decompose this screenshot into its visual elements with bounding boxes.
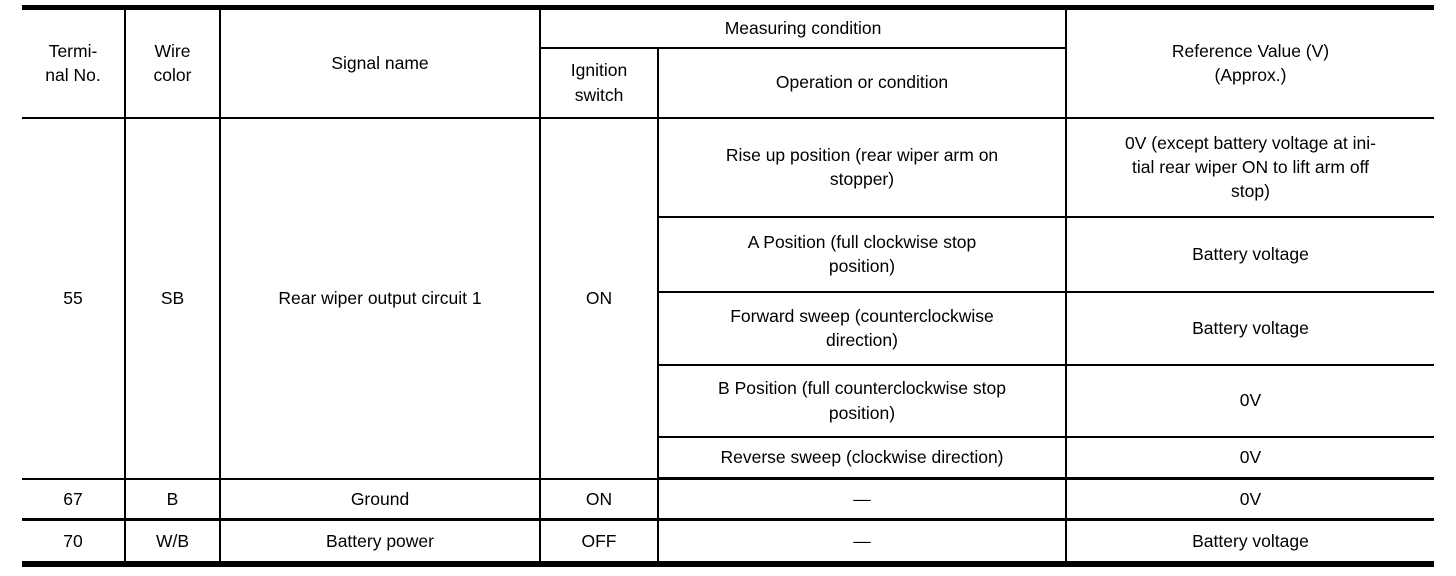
col-header-operation-or-condition: Operation or condition xyxy=(657,46,1067,119)
table-row: 55 SB Rear wiper output circuit 1 ON Ris… xyxy=(22,116,1434,480)
cell-terminal-no: 55 xyxy=(22,116,126,480)
cell-ignition-switch: OFF xyxy=(539,518,659,565)
table-row: Reverse sweep (clockwise direction) 0V xyxy=(22,435,1434,480)
cell-ignition-switch: ON xyxy=(539,116,659,480)
col-header-wire-color: Wire color xyxy=(124,6,221,119)
cell-signal-name: Battery power xyxy=(219,518,541,565)
cell-reference-value: Battery voltage xyxy=(1065,518,1434,565)
cell-signal-name: Rear wiper output circuit 1 xyxy=(219,116,541,480)
col-header-measuring-condition: Measuring condition xyxy=(539,6,1067,49)
cell-operation: — xyxy=(657,477,1067,521)
cell-terminal-no: 70 xyxy=(22,518,126,565)
cell-operation: — xyxy=(657,518,1067,565)
col-header-reference-value: Reference Value (V) (Approx.) xyxy=(1065,6,1434,119)
cell-terminal-no: 67 xyxy=(22,477,126,521)
cell-wire-color: SB xyxy=(124,116,221,480)
cell-operation: Reverse sweep (clockwise direction) xyxy=(657,435,1067,480)
col-header-signal-name: Signal name xyxy=(219,6,541,119)
cell-operation: A Position (full clockwise stop position… xyxy=(657,215,1067,293)
cell-reference-value: Battery voltage xyxy=(1065,215,1434,293)
table-row: Forward sweep (counterclockwise directio… xyxy=(22,290,1434,366)
terminal-reference-table: Termi- nal No. Wire color Signal name Me… xyxy=(22,5,1434,567)
cell-reference-value: 0V xyxy=(1065,363,1434,438)
cell-reference-value: 0V xyxy=(1065,435,1434,480)
cell-ignition-switch: ON xyxy=(539,477,659,521)
cell-reference-value: 0V (except battery voltage at ini- tial … xyxy=(1065,116,1434,218)
cell-operation: Forward sweep (counterclockwise directio… xyxy=(657,290,1067,366)
cell-signal-name: Ground xyxy=(219,477,541,521)
cell-reference-value: Battery voltage xyxy=(1065,290,1434,366)
table-row: 70 W/B Battery power OFF — Battery volta… xyxy=(22,518,1434,565)
cell-reference-value: 0V xyxy=(1065,477,1434,521)
cell-wire-color: W/B xyxy=(124,518,221,565)
cell-wire-color: B xyxy=(124,477,221,521)
col-header-ignition-switch: Ignition switch xyxy=(539,46,659,119)
cell-operation: Rise up position (rear wiper arm on stop… xyxy=(657,116,1067,218)
col-header-terminal-no: Termi- nal No. xyxy=(22,6,126,119)
table-row: 67 B Ground ON — 0V xyxy=(22,477,1434,521)
table-row: A Position (full clockwise stop position… xyxy=(22,215,1434,293)
table-row: B Position (full counterclockwise stop p… xyxy=(22,363,1434,438)
cell-operation: B Position (full counterclockwise stop p… xyxy=(657,363,1067,438)
